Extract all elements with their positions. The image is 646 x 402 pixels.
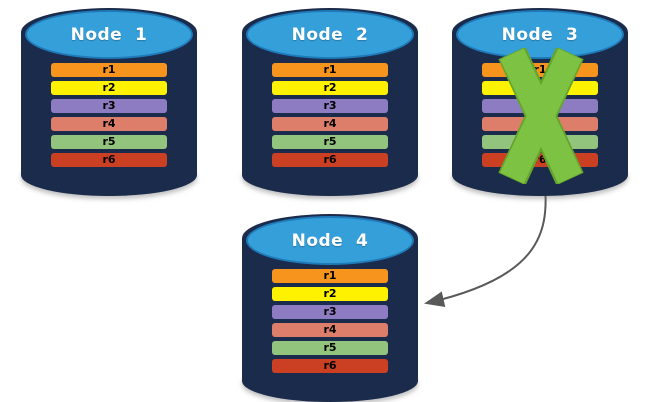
cylinder-top: Node 4: [246, 216, 414, 265]
range-label: r2: [323, 287, 337, 300]
node-title: Node 1: [70, 24, 148, 45]
recovery-arrow: [424, 185, 547, 308]
range-bar-r5: r5: [51, 135, 167, 149]
range-label: r1: [102, 63, 116, 76]
range-bar-r1: r1: [272, 269, 388, 283]
range-label: r2: [323, 81, 337, 94]
range-bar-r6: r6: [51, 153, 167, 167]
range-bar-r1: r1: [272, 63, 388, 77]
range-bar-r2: r2: [51, 81, 167, 95]
cylinder-top: Node 2: [246, 10, 414, 59]
range-label: r2: [102, 81, 116, 94]
range-bar-r3: r3: [272, 99, 388, 113]
range-list: r1 r2 r3 r4 r5 r6: [51, 63, 167, 171]
x-stroke: [500, 48, 582, 184]
range-bar-r4: r4: [272, 323, 388, 337]
range-bar-r4: r4: [51, 117, 167, 131]
range-list: r1 r2 r3 r4 r5 r6: [272, 269, 388, 377]
range-label: r5: [102, 135, 116, 148]
range-bar-r2: r2: [272, 81, 388, 95]
node-2-cylinder: Node 2 r1 r2 r3 r4 r5 r6: [242, 8, 418, 196]
cylinder-top: Node 1: [25, 10, 193, 59]
node-4-cylinder: Node 4 r1 r2 r3 r4 r5 r6: [242, 214, 418, 402]
range-label: r3: [323, 305, 337, 318]
range-label: r4: [323, 323, 337, 336]
node-title: Node 3: [501, 24, 579, 45]
arrow-curve: [424, 185, 547, 308]
range-bar-r4: r4: [272, 117, 388, 131]
node-title: Node 4: [291, 230, 369, 251]
range-bar-r3: r3: [51, 99, 167, 113]
cylinder-top: Node 3: [456, 10, 624, 59]
range-label: r3: [323, 99, 337, 112]
range-label: r6: [102, 153, 116, 166]
failure-x-icon: [498, 48, 584, 184]
range-list: r1 r2 r3 r4 r5 r6: [272, 63, 388, 171]
range-bar-r1: r1: [51, 63, 167, 77]
node-1-cylinder: Node 1 r1 r2 r3 r4 r5 r6: [21, 8, 197, 196]
range-bar-r5: r5: [272, 135, 388, 149]
range-label: r3: [102, 99, 116, 112]
range-bar-r6: r6: [272, 359, 388, 373]
range-label: r5: [323, 341, 337, 354]
range-label: r6: [323, 359, 337, 372]
range-label: r5: [323, 135, 337, 148]
range-label: r1: [323, 63, 337, 76]
node-3-cylinder: Node 3 r1 r2 r3 r4 r5 r6: [452, 8, 628, 196]
range-label: r4: [323, 117, 337, 130]
range-bar-r3: r3: [272, 305, 388, 319]
node-title: Node 2: [291, 24, 369, 45]
range-label: r6: [323, 153, 337, 166]
range-bar-r6: r6: [272, 153, 388, 167]
range-label: r4: [102, 117, 116, 130]
range-bar-r2: r2: [272, 287, 388, 301]
range-label: r1: [323, 269, 337, 282]
range-bar-r5: r5: [272, 341, 388, 355]
